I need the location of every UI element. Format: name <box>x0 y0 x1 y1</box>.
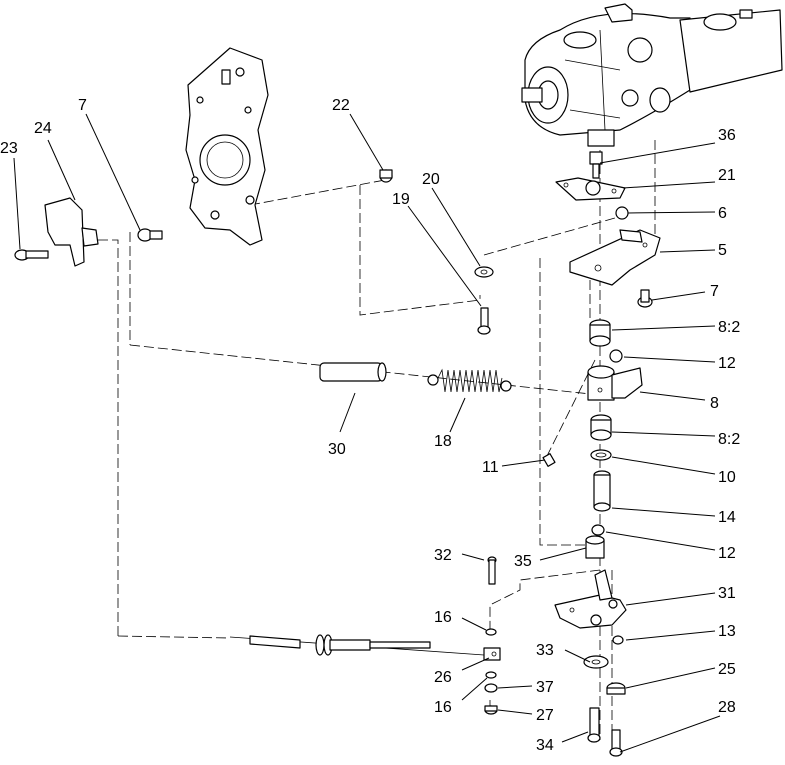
grease-fitting-11 <box>542 453 556 467</box>
bushing-8-2-top <box>589 319 611 347</box>
nut-22 <box>379 169 393 183</box>
callout-8-2-bottom: 8:2 <box>718 431 740 448</box>
callout-10: 10 <box>718 469 736 486</box>
callout-35: 35 <box>514 553 532 570</box>
bolt-19 <box>477 307 491 335</box>
bushing-8-2-bottom <box>590 414 612 441</box>
callout-25: 25 <box>718 661 736 678</box>
assembly-lines <box>95 140 656 740</box>
spring-18 <box>427 368 512 393</box>
nut-12-bottom <box>591 524 605 536</box>
bolt-7-right <box>637 289 653 308</box>
washer-37 <box>484 683 498 693</box>
callout-31: 31 <box>718 585 736 602</box>
callout-26: 26 <box>434 669 452 686</box>
callout-18: 18 <box>434 433 452 450</box>
nut-13 <box>612 635 624 645</box>
callout-34: 34 <box>536 737 554 754</box>
callout-24: 24 <box>34 120 52 137</box>
callout-27: 27 <box>536 707 554 724</box>
callout-6: 6 <box>718 205 727 222</box>
bushing-35 <box>585 535 605 559</box>
bolt-32 <box>487 556 497 585</box>
callout-11: 11 <box>482 459 499 476</box>
callouts: 36 21 6 5 7 8:2 12 8 8:2 10 14 12 31 13 … <box>0 97 740 754</box>
callout-16-bottom: 16 <box>434 699 452 716</box>
callout-19: 19 <box>392 191 410 208</box>
callout-22: 22 <box>332 97 350 114</box>
callout-14: 14 <box>718 509 736 526</box>
hydraulic-unit <box>521 3 783 147</box>
callout-7-right: 7 <box>710 283 719 300</box>
callout-7-left: 7 <box>78 97 87 114</box>
washer-10 <box>590 449 612 461</box>
nut-27 <box>484 705 498 715</box>
callout-20: 20 <box>422 171 440 188</box>
callout-8: 8 <box>710 395 719 412</box>
callout-12-top: 12 <box>718 355 736 372</box>
callout-23: 23 <box>0 140 18 157</box>
callout-30: 30 <box>328 441 346 458</box>
spacer-30 <box>319 362 387 382</box>
bracket-31 <box>554 569 627 629</box>
callout-33: 33 <box>536 642 554 659</box>
bolt-34 <box>587 707 601 743</box>
callout-37: 37 <box>536 679 554 696</box>
cable-26 <box>229 634 501 661</box>
left-bracket <box>14 197 163 267</box>
plate-21 <box>555 177 626 201</box>
spacer-33 <box>583 655 609 669</box>
callout-32: 32 <box>434 547 452 564</box>
washer-16-top <box>485 628 497 636</box>
callout-5: 5 <box>718 242 727 259</box>
bolt-36 <box>589 151 603 179</box>
sleeve-14 <box>593 470 611 512</box>
nut-6 <box>615 206 629 220</box>
callout-36: 36 <box>718 127 736 144</box>
callout-21: 21 <box>718 167 736 184</box>
washer-20 <box>474 266 494 278</box>
bracket-5 <box>569 229 661 286</box>
bolt-28 <box>609 729 623 757</box>
nut-25 <box>606 682 626 695</box>
callout-13: 13 <box>718 623 736 640</box>
mounting-plate <box>185 47 269 246</box>
leader-lines <box>13 113 721 753</box>
callout-12-bottom: 12 <box>718 545 736 562</box>
callout-8-2-top: 8:2 <box>718 319 740 336</box>
callout-16-top: 16 <box>434 609 452 626</box>
callout-28: 28 <box>718 699 736 716</box>
nut-12-top <box>609 349 623 363</box>
arm-8 <box>587 365 643 401</box>
washer-16-bottom <box>485 671 497 679</box>
